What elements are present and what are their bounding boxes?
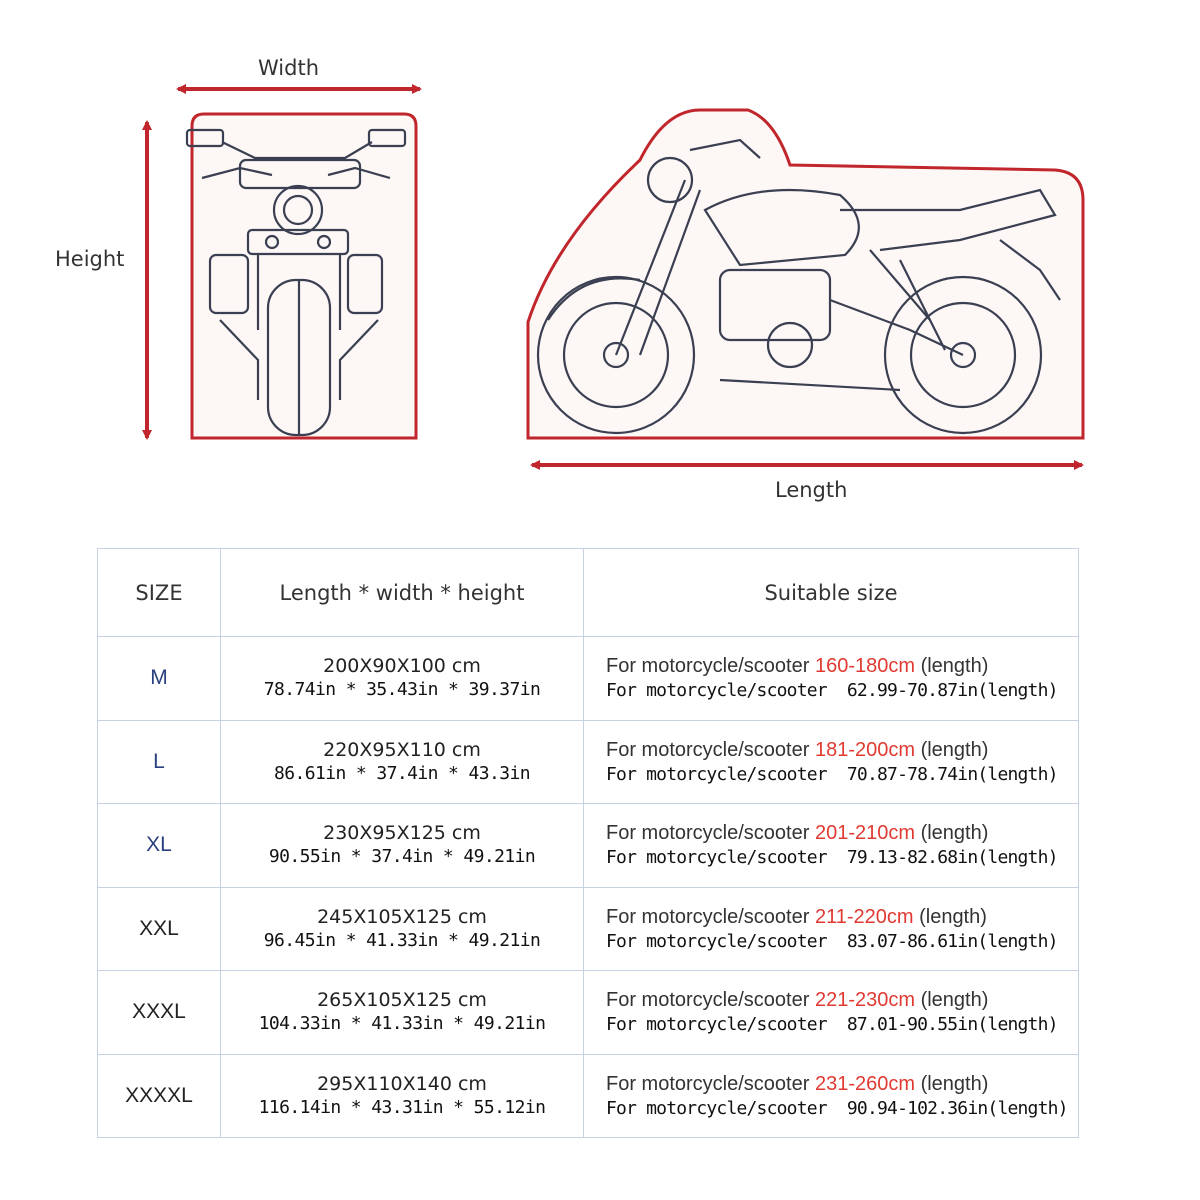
side-cover-outline — [526, 108, 1085, 440]
suitable-prefix: For motorcycle/scooter — [606, 655, 815, 678]
suitable-prefix: For motorcycle/scooter — [606, 822, 815, 845]
suitable-range: 211-220cm — [814, 905, 914, 928]
suitable-size-cm: For motorcycle/scooter 201-210cm (length… — [606, 820, 1078, 846]
dimensions-inches: 90.55in * 37.4in * 49.21in — [268, 846, 536, 868]
suitable-range: 231-260cm — [814, 1072, 916, 1095]
suitable-suffix: (length) — [915, 989, 989, 1012]
suitable-size-cell: For motorcycle/scooter 160-180cm (length… — [583, 636, 1079, 721]
suitable-size-inches: For motorcycle/scooter 70.87-78.74in(len… — [606, 763, 1058, 785]
suitable-size-inches: For motorcycle/scooter 79.13-82.68in(len… — [606, 847, 1058, 869]
dimensions-inches: 104.33in * 41.33in * 49.21in — [258, 1013, 546, 1035]
suitable-prefix: For motorcycle/scooter — [606, 1072, 815, 1095]
size-cell: XXL — [97, 886, 221, 971]
suitable-suffix: (length) — [915, 1072, 989, 1095]
suitable-size-cell: For motorcycle/scooter 181-200cm (length… — [583, 719, 1079, 804]
suitable-size-cm: For motorcycle/scooter 181-200cm (length… — [606, 737, 1078, 763]
suitable-size-cm: For motorcycle/scooter 231-260cm (length… — [606, 1071, 1078, 1097]
dimensions-inches: 78.74in * 35.43in * 39.37in — [263, 679, 541, 701]
size-cell: XXXXL — [97, 1053, 221, 1138]
header-dimensions: Length * width * height — [220, 548, 584, 637]
suitable-size-cell: For motorcycle/scooter 201-210cm (length… — [583, 803, 1079, 888]
header-suitable-size: Suitable size — [583, 548, 1079, 637]
size-chart-table: SIZE Length * width * height Suitable si… — [97, 548, 1079, 1138]
dimensions-cm: 265X105X125 cm — [317, 989, 487, 1012]
size-cell: M — [97, 636, 221, 721]
dimensions-inches: 116.14in * 43.31in * 55.12in — [258, 1096, 546, 1118]
suitable-suffix: (length) — [913, 905, 987, 928]
dimension-diagram: Width Height Length — [0, 0, 1200, 540]
dimensions-cm: 245X105X125 cm — [317, 905, 487, 928]
table-header-row: SIZE Length * width * height Suitable si… — [97, 548, 1079, 637]
suitable-suffix: (length) — [915, 822, 989, 845]
dimensions-inches: 96.45in * 41.33in * 49.21in — [263, 929, 541, 951]
suitable-prefix: For motorcycle/scooter — [606, 989, 815, 1012]
width-label: Width — [258, 56, 320, 80]
suitable-size-cell: For motorcycle/scooter 211-220cm (length… — [583, 886, 1079, 971]
length-label: Length — [775, 478, 848, 502]
dimensions-cm: 220X95X110 cm — [323, 738, 481, 761]
suitable-size-cm: For motorcycle/scooter 160-180cm (length… — [606, 653, 1078, 679]
suitable-range: 160-180cm — [814, 655, 916, 678]
suitable-size-cm: For motorcycle/scooter 221-230cm (length… — [606, 987, 1078, 1013]
suitable-suffix: (length) — [915, 655, 989, 678]
suitable-size-cell: For motorcycle/scooter 231-260cm (length… — [583, 1053, 1079, 1138]
suitable-size-inches: For motorcycle/scooter 90.94-102.36in(le… — [606, 1097, 1069, 1119]
motorcycle-front-icon — [185, 128, 407, 437]
dimensions-cm: 200X90X100 cm — [323, 655, 481, 678]
suitable-size-inches: For motorcycle/scooter 62.99-70.87in(len… — [606, 680, 1058, 702]
size-cell: XXXL — [97, 970, 221, 1055]
header-size: SIZE — [97, 548, 221, 637]
suitable-prefix: For motorcycle/scooter — [606, 738, 815, 761]
suitable-size-cm: For motorcycle/scooter 211-220cm (length… — [606, 904, 1078, 930]
suitable-range: 221-230cm — [814, 989, 916, 1012]
front-cover-outline — [190, 112, 418, 440]
suitable-range: 181-200cm — [814, 738, 916, 761]
suitable-size-inches: For motorcycle/scooter 83.07-86.61in(len… — [606, 930, 1058, 952]
suitable-prefix: For motorcycle/scooter — [606, 905, 815, 928]
suitable-range: 201-210cm — [814, 822, 916, 845]
dimensions-cm: 230X95X125 cm — [323, 822, 481, 845]
dimensions-inches: 86.61in * 37.4in * 43.3in — [274, 762, 531, 784]
size-cell: XL — [97, 803, 221, 888]
size-cell: L — [97, 719, 221, 804]
motorcycle-side-icon — [536, 138, 1061, 435]
suitable-size-cell: For motorcycle/scooter 221-230cm (length… — [583, 970, 1079, 1055]
suitable-size-inches: For motorcycle/scooter 87.01-90.55in(len… — [606, 1014, 1058, 1036]
suitable-suffix: (length) — [915, 738, 989, 761]
diagram-svg — [142, 84, 1085, 470]
height-label: Height — [55, 247, 125, 271]
dimensions-cm: 295X110X140 cm — [317, 1072, 487, 1095]
